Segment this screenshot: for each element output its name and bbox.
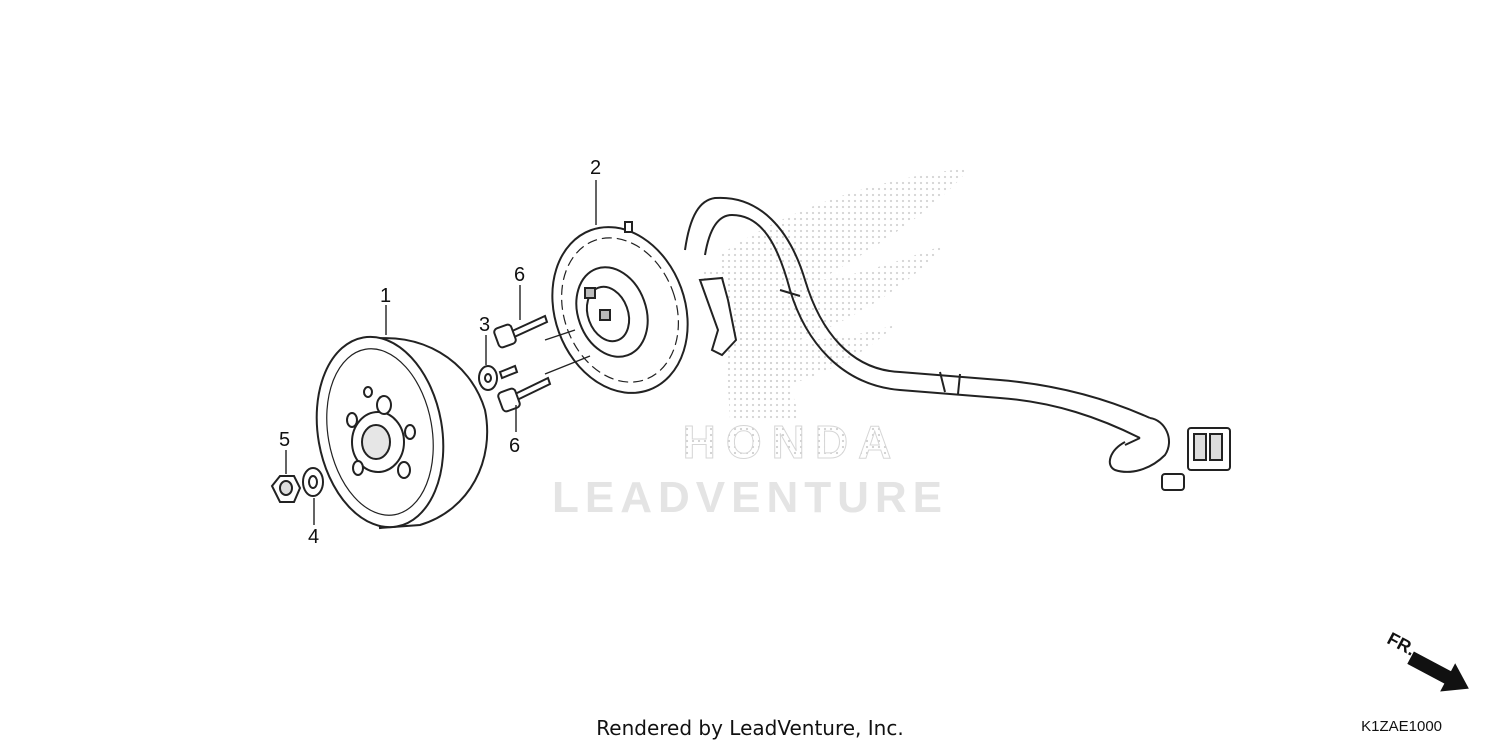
callout-6-upper: 6 <box>514 264 525 286</box>
honda-wing-watermark <box>700 168 970 420</box>
flywheel-washer <box>302 467 324 497</box>
callout-1: 1 <box>380 285 391 307</box>
stator <box>551 221 689 394</box>
callout-2: 2 <box>590 157 601 179</box>
footer-credit: Rendered by LeadVenture, Inc. <box>596 716 904 740</box>
stator-bolt-lower <box>497 376 552 413</box>
callout-3: 3 <box>479 314 490 336</box>
stator-wire-harness <box>684 196 1170 473</box>
leadventure-watermark-text: LEADVENTURE <box>552 473 948 522</box>
leader-lines <box>285 180 597 525</box>
front-direction-arrow <box>1407 651 1469 692</box>
honda-watermark-text: HONDA <box>683 416 902 468</box>
callout-4: 4 <box>308 526 319 548</box>
callout-6-lower: 6 <box>509 435 520 457</box>
stator-bolt-upper <box>493 314 549 349</box>
callout-5: 5 <box>279 429 290 451</box>
flywheel <box>315 335 489 530</box>
wire-connector <box>1161 427 1231 491</box>
flywheel-nut <box>270 475 302 503</box>
wire-clamp-bracket <box>698 276 738 357</box>
diagram-code: K1ZAE1000 <box>1361 718 1442 735</box>
washer <box>478 365 498 391</box>
stator-bolt-middle <box>498 364 519 380</box>
